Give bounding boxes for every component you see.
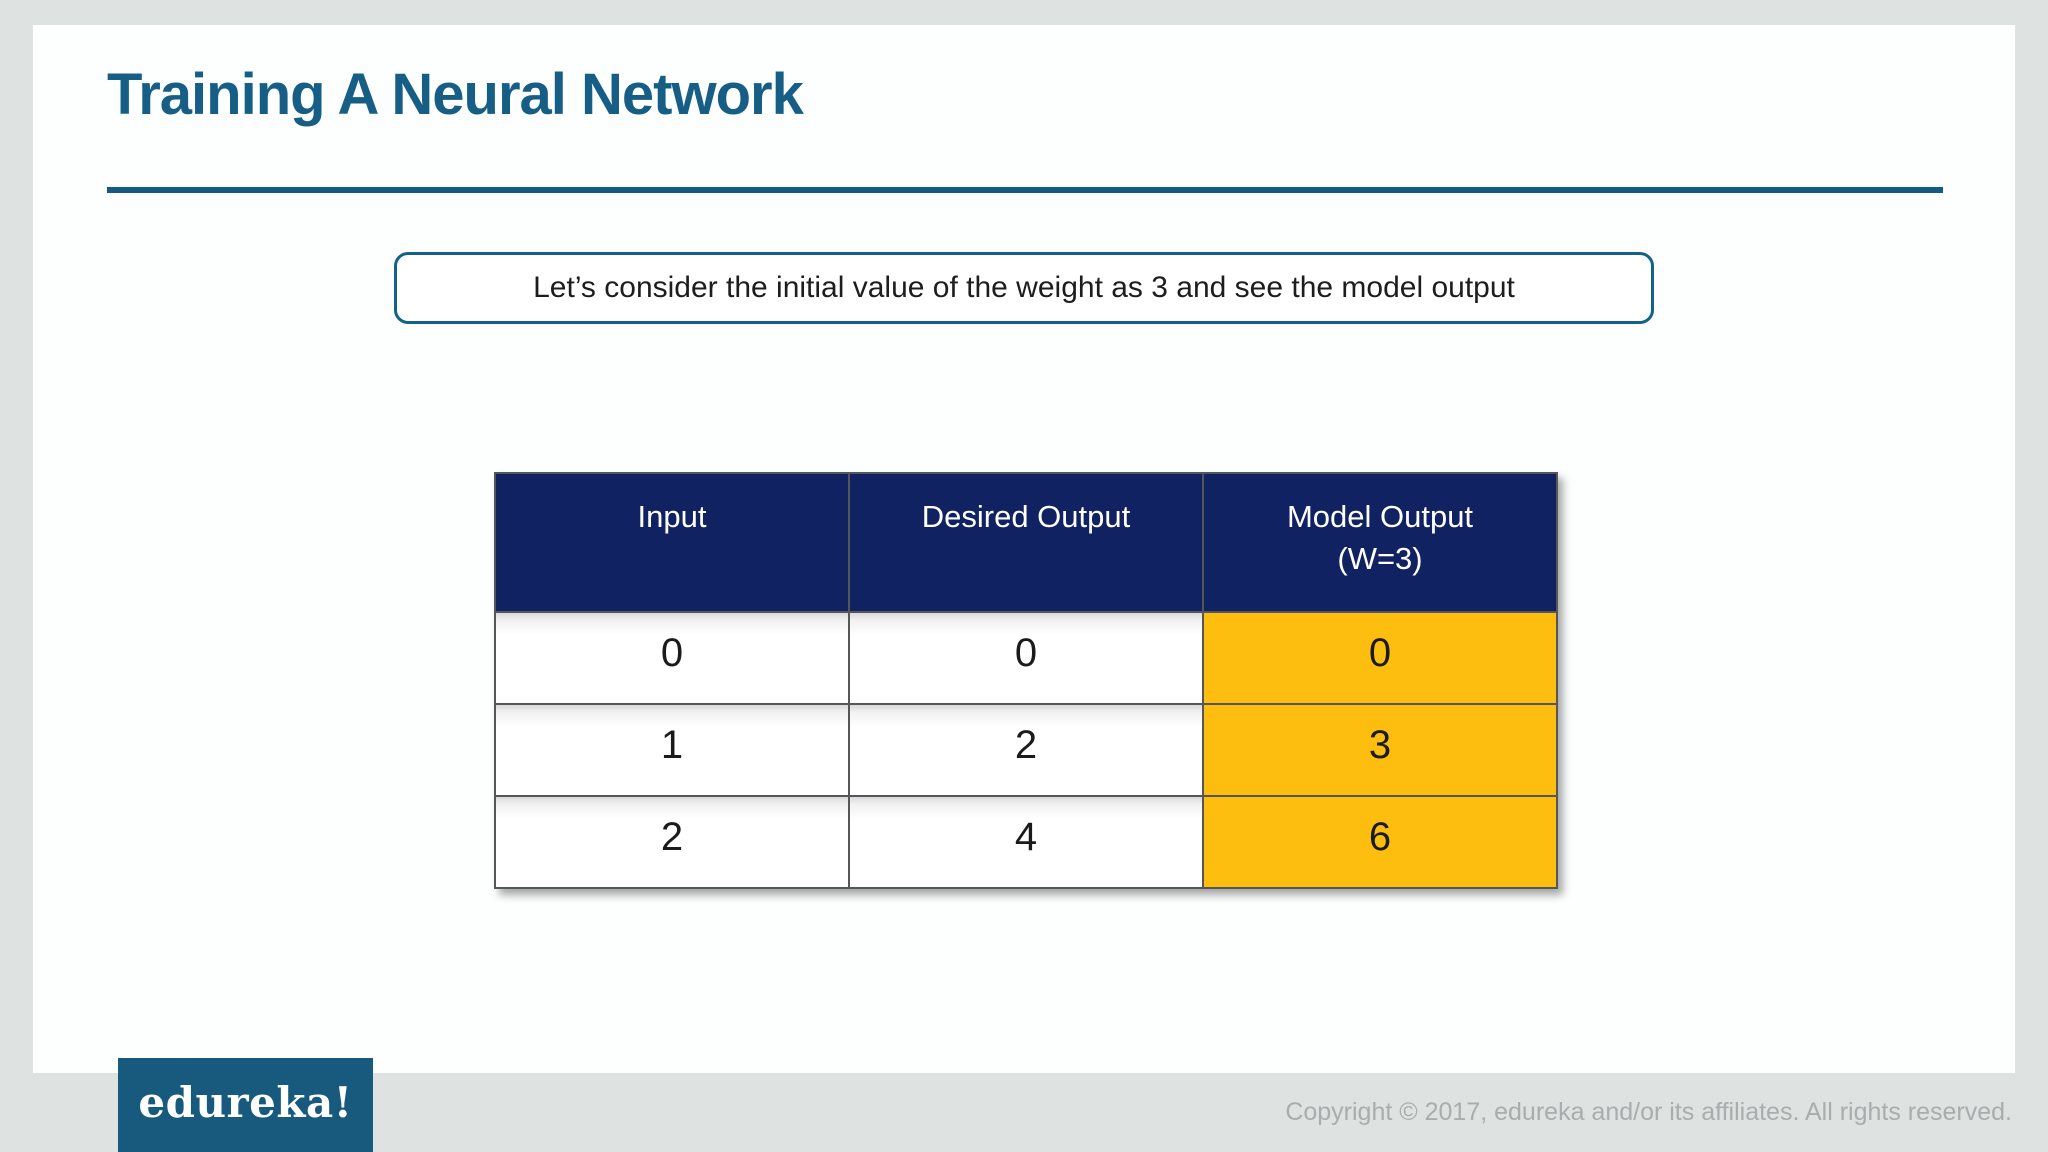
title-underline (107, 187, 1943, 193)
cell-input-r2: 2 (494, 795, 850, 889)
cell-model-r1: 3 (1202, 703, 1558, 797)
copyright-text: Copyright © 2017, edureka and/or its aff… (1285, 1098, 2012, 1126)
edureka-logo-text: edureka! (138, 1077, 353, 1127)
callout-box: Let’s consider the initial value of the … (394, 252, 1654, 324)
header-cell-model-output: Model Output (W=3) (1202, 472, 1558, 613)
cell-desired-r2: 4 (848, 795, 1204, 889)
cell-model-r0: 0 (1202, 611, 1558, 705)
table-row: 2 4 6 (494, 795, 1558, 889)
cell-input-r1: 1 (494, 703, 850, 797)
io-table: Input Desired Output Model Output (W=3) … (494, 472, 1558, 889)
table-row: 0 0 0 (494, 611, 1558, 705)
cell-desired-r0: 0 (848, 611, 1204, 705)
header-cell-desired-output: Desired Output (848, 472, 1204, 613)
slide-canvas: Training A Neural Network Let’s consider… (33, 25, 2015, 1073)
cell-input-r0: 0 (494, 611, 850, 705)
header-cell-input: Input (494, 472, 850, 613)
cell-desired-r1: 2 (848, 703, 1204, 797)
table-header-row: Input Desired Output Model Output (W=3) (494, 472, 1558, 613)
page-title: Training A Neural Network (107, 62, 804, 127)
callout-text: Let’s consider the initial value of the … (533, 271, 1515, 304)
edureka-logo: edureka! (118, 1058, 373, 1152)
table-row: 1 2 3 (494, 703, 1558, 797)
cell-model-r2: 6 (1202, 795, 1558, 889)
